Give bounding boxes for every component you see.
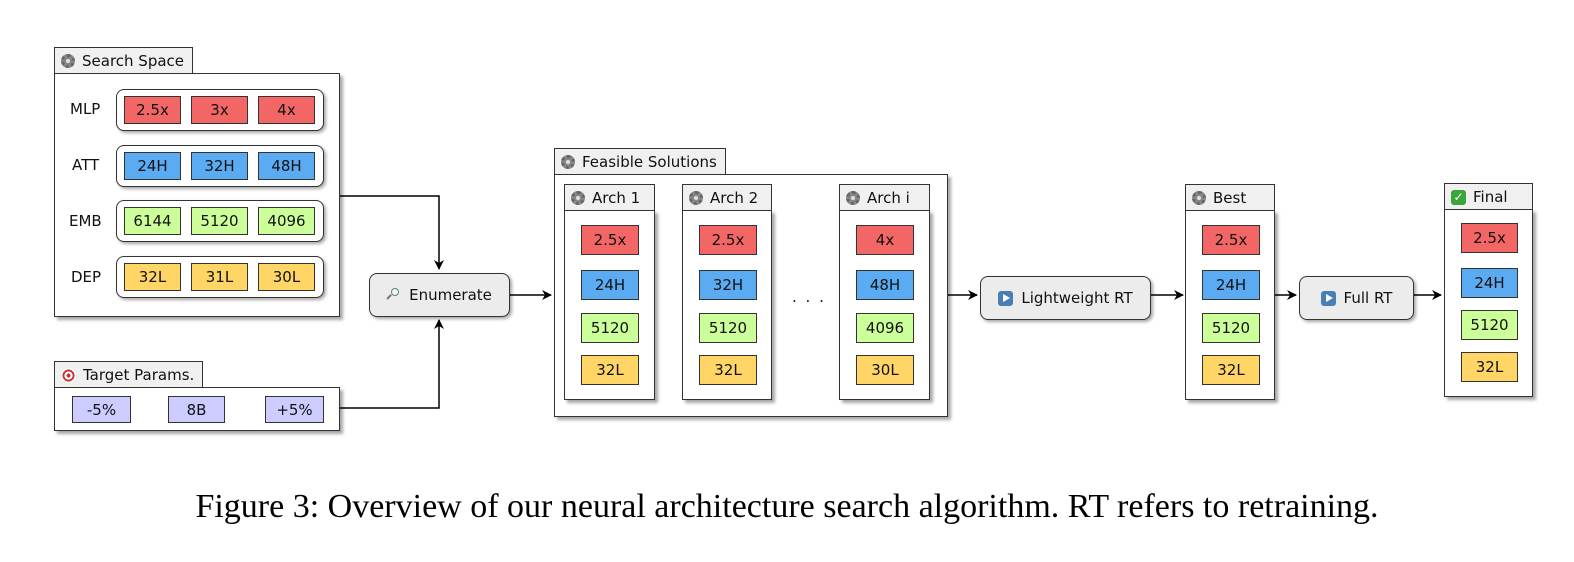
final-title: Final [1473, 188, 1508, 206]
arch-i-mlp: 4x [856, 225, 914, 255]
arrow-search-to-enumerate [340, 195, 444, 270]
target-upper-bound: +5% [265, 396, 324, 423]
gear-icon [846, 191, 860, 205]
arch-1-tab: Arch 1 [564, 184, 655, 211]
best-title: Best [1213, 189, 1247, 207]
final-att: 24H [1461, 268, 1518, 298]
gear-icon [1192, 191, 1206, 205]
magnifier-icon [387, 288, 401, 302]
figure-caption: Figure 3: Overview of our neural archite… [195, 488, 1379, 525]
final-mlp: 2.5x [1461, 223, 1518, 253]
full-rt-step: Full RT [1299, 276, 1414, 320]
best-dep: 32L [1202, 355, 1260, 385]
row-label-emb: EMB [69, 212, 102, 230]
search-space-title: Search Space [82, 52, 185, 70]
arch-i-att: 48H [856, 270, 914, 300]
att-option-chip: 24H [124, 152, 181, 180]
row-label-att: ATT [72, 156, 100, 174]
play-icon [1320, 290, 1336, 306]
final-tab: ✓ Final [1444, 183, 1533, 210]
target-param-count: 8B [168, 396, 225, 423]
dep-option-chip: 32L [124, 263, 181, 291]
gear-icon [61, 54, 75, 68]
row-label-mlp: MLP [70, 100, 101, 118]
final-dep: 32L [1461, 352, 1518, 382]
mlp-option-chip: 2.5x [124, 96, 181, 124]
arch-1-emb: 5120 [581, 313, 639, 343]
feasible-solutions-tab: Feasible Solutions [554, 148, 726, 175]
att-option-chip: 48H [258, 152, 315, 180]
enumerate-label: Enumerate [409, 286, 492, 304]
search-space-tab: Search Space [54, 47, 194, 74]
full-rt-label: Full RT [1343, 289, 1393, 307]
emb-option-chip: 5120 [191, 207, 248, 235]
arch-1-title: Arch 1 [592, 189, 641, 207]
arch-i-dep: 30L [856, 355, 914, 385]
lightweight-rt-step: Lightweight RT [980, 276, 1151, 320]
best-mlp: 2.5x [1202, 225, 1260, 255]
play-icon [998, 290, 1014, 306]
arch-2-emb: 5120 [699, 313, 757, 343]
feasible-solutions-title: Feasible Solutions [582, 153, 717, 171]
best-tab: Best [1185, 184, 1275, 211]
dep-option-chip: 30L [258, 263, 315, 291]
emb-option-chip: 6144 [124, 207, 181, 235]
check-icon: ✓ [1451, 189, 1466, 205]
arch-2-title: Arch 2 [710, 189, 759, 207]
arch-2-att: 32H [699, 270, 757, 300]
mlp-option-chip: 3x [191, 96, 248, 124]
more-architectures-ellipsis: . . . [792, 288, 826, 306]
target-params-tab: Target Params. [54, 361, 204, 388]
mlp-option-chip: 4x [258, 96, 315, 124]
gear-icon [689, 191, 703, 205]
gear-icon [561, 155, 575, 169]
target-icon [61, 367, 76, 383]
target-params-title: Target Params. [83, 366, 195, 384]
best-emb: 5120 [1202, 313, 1260, 343]
arrow-target-to-enumerate [340, 319, 444, 409]
arch-i-title: Arch i [867, 189, 910, 207]
arch-2-mlp: 2.5x [699, 225, 757, 255]
arch-i-tab: Arch i [839, 184, 930, 211]
att-option-chip: 32H [191, 152, 248, 180]
arch-i-emb: 4096 [856, 313, 914, 343]
arch-2-tab: Arch 2 [682, 184, 772, 211]
dep-option-chip: 31L [191, 263, 248, 291]
lightweight-rt-label: Lightweight RT [1021, 289, 1133, 307]
gear-icon [571, 191, 585, 205]
arch-1-dep: 32L [581, 355, 639, 385]
target-lower-bound: -5% [72, 396, 131, 423]
best-att: 24H [1202, 270, 1260, 300]
row-label-dep: DEP [71, 268, 102, 286]
emb-option-chip: 4096 [258, 207, 315, 235]
arch-1-att: 24H [581, 270, 639, 300]
enumerate-step: Enumerate [369, 273, 510, 317]
arch-2-dep: 32L [699, 355, 757, 385]
arch-1-mlp: 2.5x [581, 225, 639, 255]
final-emb: 5120 [1461, 310, 1518, 340]
